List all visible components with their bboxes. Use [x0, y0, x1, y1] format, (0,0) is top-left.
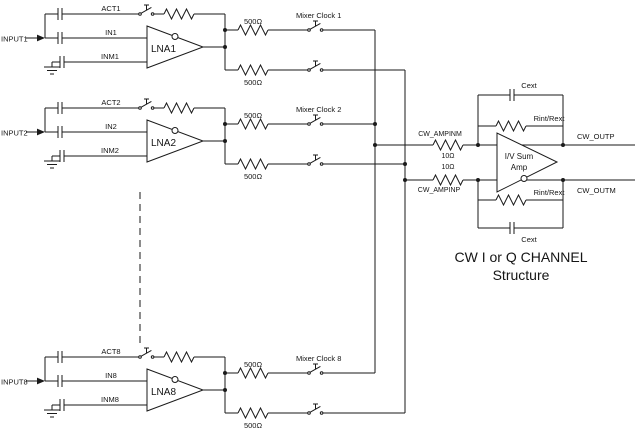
channel-8-circuit [26, 348, 405, 418]
resistor-top-label: 500Ω [244, 17, 263, 26]
junction-dot [373, 122, 377, 126]
caption: CW I or Q CHANNEL Structure [454, 249, 587, 283]
amp-name-line1: I/V Sum [505, 152, 534, 161]
input-resistor-top [432, 139, 464, 151]
channel-2: INPUT2 ACT2 IN2 INM2 LNA2 500Ω 500Ω Mixe… [1, 98, 405, 181]
rint-rext-top-label: Rint/Rext [534, 114, 566, 123]
caption-line-2: Structure [493, 267, 550, 283]
mixer-clock-label: Mixer Clock 1 [296, 11, 341, 20]
input-label: INPUT8 [1, 378, 28, 387]
act-label: ACT2 [101, 98, 120, 107]
inm-label: INM2 [101, 146, 119, 155]
lna-label: LNA1 [151, 44, 176, 55]
mixer-clock-label: Mixer Clock 8 [296, 354, 341, 363]
r2-label: 10Ω [441, 164, 454, 171]
resistor-bottom-label: 500Ω [244, 172, 263, 181]
summing-section: CW_AMPINM CW_AMPINP 10Ω 10Ω I/V Sum Amp … [373, 30, 635, 413]
input-label: INPUT2 [1, 129, 28, 138]
inm-label: INM8 [101, 395, 119, 404]
feedback-resistor-bottom [495, 194, 527, 206]
caption-line-1: CW I or Q CHANNEL [454, 249, 587, 265]
junction-dot [476, 178, 480, 182]
in-label: IN8 [105, 371, 117, 380]
rint-rext-bottom-label: Rint/Rext [534, 188, 566, 197]
junction-dot [403, 178, 407, 182]
cw-outp-label: CW_OUTP [577, 132, 615, 141]
mixer-clock-label: Mixer Clock 2 [296, 105, 341, 114]
feedback-resistor-top [495, 120, 527, 132]
in-label: IN1 [105, 28, 117, 37]
ampinm-label: CW_AMPINM [418, 131, 462, 138]
resistor-top-label: 500Ω [244, 111, 263, 120]
r1-label: 10Ω [441, 153, 454, 160]
input-resistor-bottom [432, 174, 464, 186]
lna-label: LNA2 [151, 138, 176, 149]
ampinp-label: CW_AMPINP [418, 187, 461, 194]
act-label: ACT1 [101, 4, 120, 13]
input-label: INPUT1 [1, 35, 28, 44]
cext-top-label: Cext [521, 81, 537, 90]
junction-dot [561, 143, 565, 147]
amp-bubble [520, 175, 528, 182]
resistor-bottom-label: 500Ω [244, 421, 263, 430]
channel-2-circuit [26, 99, 405, 169]
resistor-bottom-label: 500Ω [244, 78, 263, 87]
channel-8: INPUT8 ACT8 IN8 INM8 LNA8 500Ω 500Ω Mixe… [1, 347, 405, 430]
in-label: IN2 [105, 122, 117, 131]
cw-outm-label: CW_OUTM [577, 186, 616, 195]
cext-bottom-label: Cext [521, 235, 537, 244]
act-label: ACT8 [101, 347, 120, 356]
summing-bus-wires [374, 30, 635, 413]
feedback-capacitor-top [509, 88, 515, 102]
channel-1: INPUT1 ACT1 IN1 INM1 LNA1 500Ω 500Ω Mixe… [1, 4, 405, 87]
junction-dot [476, 143, 480, 147]
junction-dot [561, 178, 565, 182]
lna-label: LNA8 [151, 387, 176, 398]
junction-dot [373, 143, 377, 147]
feedback-capacitor-bottom [509, 221, 515, 235]
resistor-top-label: 500Ω [244, 360, 263, 369]
junction-dot [403, 162, 407, 166]
inm-label: INM1 [101, 52, 119, 61]
channel-1-circuit [26, 5, 405, 75]
amp-name-line2: Amp [511, 163, 528, 172]
